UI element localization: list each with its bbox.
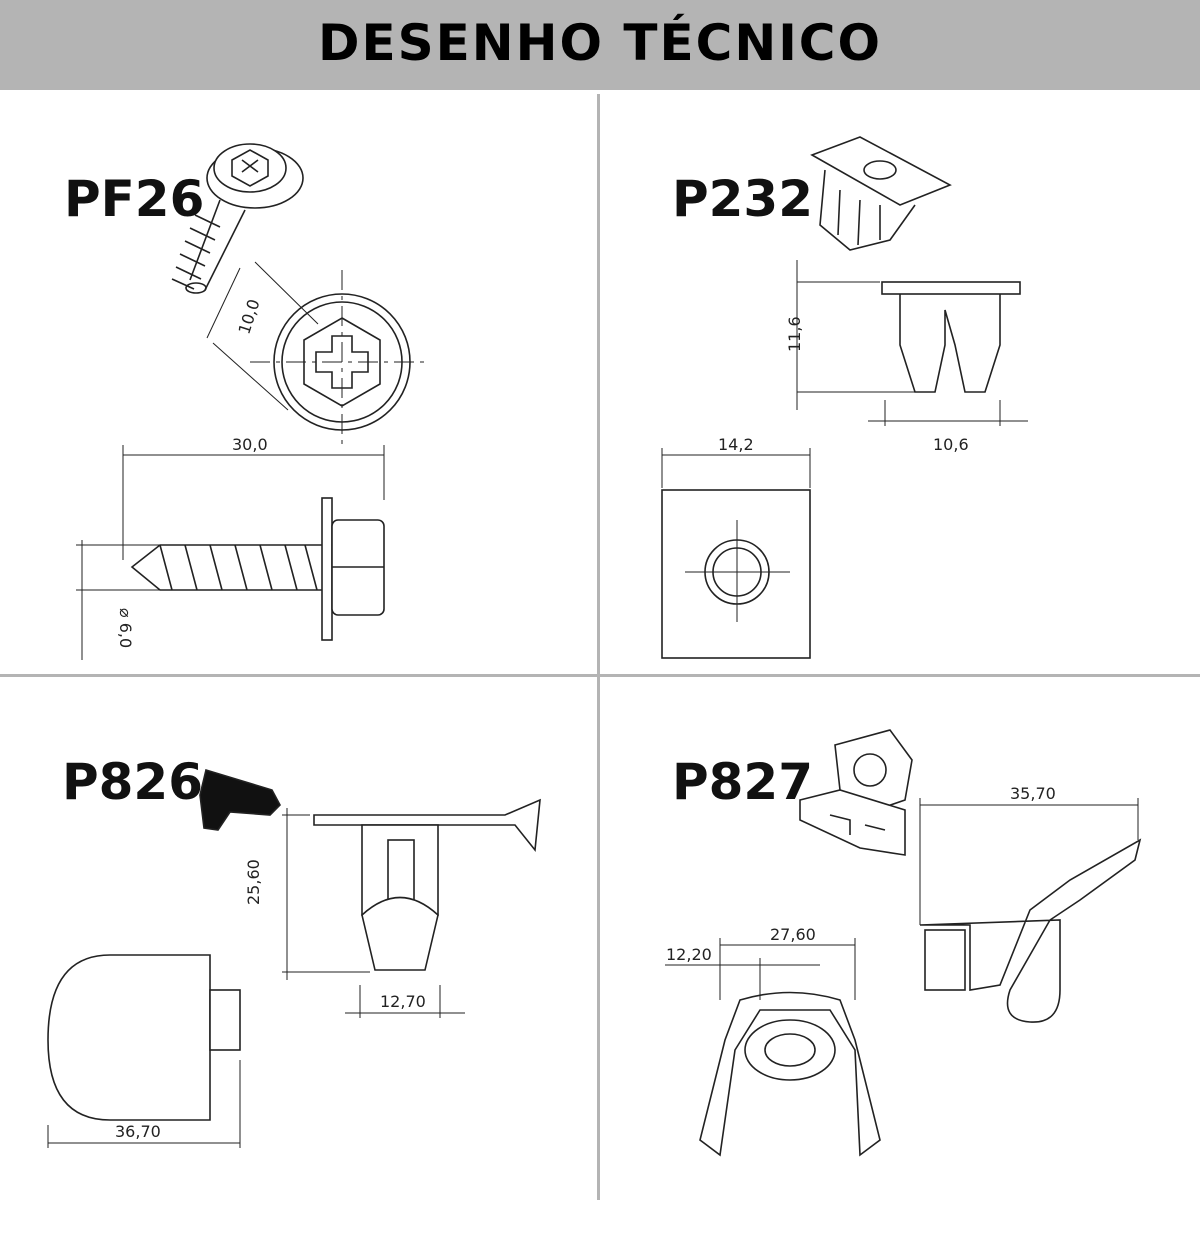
horizontal-divider (0, 674, 1200, 677)
p826-side-view (282, 798, 541, 1018)
p232-top-view (661, 448, 811, 659)
page-header: DESENHO TÉCNICO (0, 0, 1200, 90)
p827-dimensions: 35,70 27,60 12,20 (666, 784, 1056, 964)
pf26-drawing: 10,0 30,0 ⌀ 6,0 (76, 143, 430, 660)
dim-cap-width: 36,70 (115, 1122, 161, 1141)
p827-iso-view (799, 729, 913, 856)
p826-dimensions: 25,60 12,70 36,70 (115, 859, 426, 1141)
dim-diameter: ⌀ 6,0 (116, 608, 135, 648)
panel-p827: P827 (600, 677, 1200, 1257)
p826-top-view (47, 954, 241, 1148)
pf26-front-view (206, 261, 430, 450)
panel-pf26: PF26 (0, 94, 600, 674)
p232-side-view (796, 260, 1028, 426)
p826-iso-view (199, 768, 281, 831)
pf26-side-view (76, 445, 385, 660)
dim-length: 30,0 (232, 435, 268, 454)
p232-dimensions: 11,6 10,6 14,2 (718, 316, 969, 454)
dim-head-width: 10,0 (234, 297, 263, 337)
p826-drawing: 25,60 12,70 36,70 (47, 768, 541, 1148)
dim-inner-width: 12,20 (666, 945, 712, 964)
p232-iso-view (810, 136, 952, 251)
dim-plate-width: 14,2 (718, 435, 754, 454)
p232-drawing: 11,6 10,6 14,2 (661, 136, 1028, 659)
p827-drawing: 35,70 27,60 12,20 (665, 729, 1142, 1157)
panel-p232: P232 (600, 94, 1200, 674)
part-code-p232: P232 (672, 170, 814, 228)
vertical-divider (597, 94, 600, 1200)
part-code-pf26: PF26 (64, 170, 205, 228)
dim-stem-width: 12,70 (380, 992, 426, 1011)
page-title: DESENHO TÉCNICO (317, 14, 883, 72)
dim-width: 27,60 (770, 925, 816, 944)
part-code-p826: P826 (62, 753, 204, 811)
p827-side-view (919, 798, 1142, 1023)
dim-height: 25,60 (244, 859, 263, 905)
dim-length: 35,70 (1010, 784, 1056, 803)
panel-p826: P826 (0, 677, 600, 1257)
dim-height: 11,6 (785, 316, 804, 352)
dim-width-bottom: 10,6 (933, 435, 969, 454)
pf26-iso-view (171, 143, 304, 294)
p827-front-view (665, 938, 881, 1157)
part-code-p827: P827 (672, 753, 814, 811)
pf26-dimensions: 10,0 30,0 ⌀ 6,0 (116, 297, 268, 648)
